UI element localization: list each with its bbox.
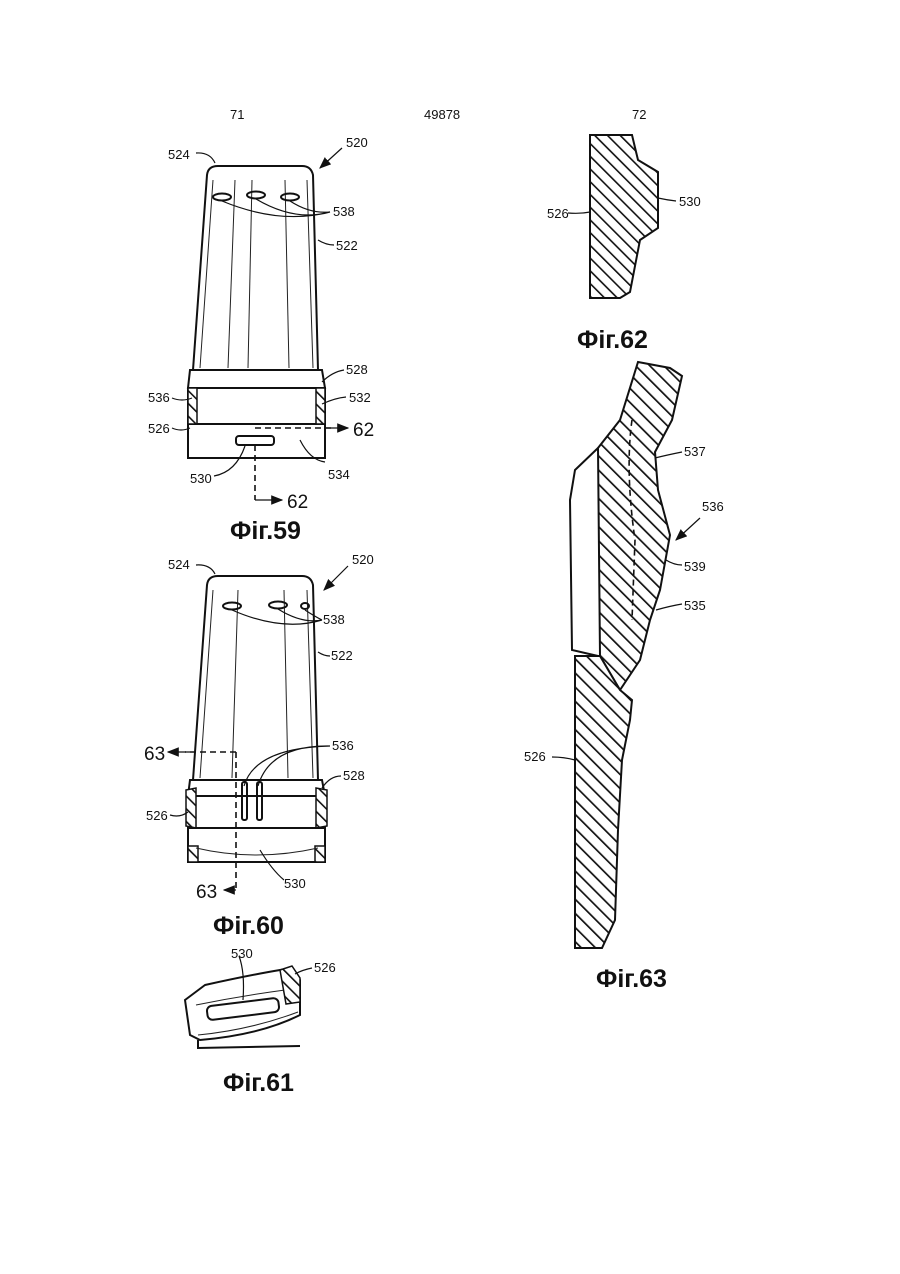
- document-number: 49878: [424, 107, 460, 122]
- fig61-leader-526: [295, 968, 312, 974]
- fig63-leader-536: [676, 518, 700, 540]
- fig59-label-534: 534: [328, 467, 350, 482]
- fig63-leader-537: [655, 452, 682, 458]
- fig60-shade-line: [232, 590, 238, 778]
- figure-61: 530 526 Фіг.61: [185, 946, 336, 1097]
- fig59-section-mark: 62: [353, 420, 374, 441]
- fig63-label-539: 539: [684, 559, 706, 574]
- fig59-ring: [188, 388, 325, 424]
- fig63-upper-section: [598, 362, 682, 690]
- fig63-leader-526: [552, 757, 575, 760]
- fig60-label-524: 524: [168, 557, 190, 572]
- fig59-hole: [281, 194, 299, 201]
- fig61-label-526: 526: [314, 960, 336, 975]
- fig59-label-524: 524: [168, 147, 190, 162]
- fig61-label-530: 530: [231, 946, 253, 961]
- figure-62: 526 530 Фіг.62: [547, 135, 701, 354]
- fig59-shade-line: [228, 180, 235, 368]
- figure-63: 537 536 539 535 526 Фіг.63: [524, 362, 724, 993]
- fig63-leader-535: [656, 604, 682, 610]
- fig61-caption: Фіг.61: [223, 1069, 294, 1097]
- fig60-label-538: 538: [323, 612, 345, 627]
- fig62-leader-526: [568, 212, 590, 213]
- fig59-section-mark-bottom: 62: [287, 492, 308, 513]
- fig60-leader-520: [324, 566, 348, 590]
- fig63-bore-outline: [570, 448, 598, 656]
- fig60-label-522: 522: [331, 648, 353, 663]
- fig62-leader-530: [658, 198, 676, 201]
- fig59-label-532: 532: [349, 390, 371, 405]
- fig63-leader-539: [666, 560, 682, 565]
- fig59-shade-line: [285, 180, 289, 368]
- fig60-section-mark-bottom: 63: [196, 882, 217, 903]
- fig63-label-537: 537: [684, 444, 706, 459]
- fig62-label-526: 526: [547, 206, 569, 221]
- fig59-label-522: 522: [336, 238, 358, 253]
- fig60-caption: Фіг.60: [213, 912, 284, 940]
- fig60-label-528: 528: [343, 768, 365, 783]
- fig60-label-520: 520: [352, 552, 374, 567]
- fig59-leader-524: [196, 153, 215, 163]
- fig59-ring-section-left: [188, 388, 197, 424]
- fig60-leader-524: [196, 565, 215, 574]
- fig59-caption: Фіг.59: [230, 517, 301, 545]
- page-number-right: 72: [632, 107, 646, 122]
- figure-59: 520 524 538 522 528 536 532 526 534 530 …: [148, 135, 374, 545]
- fig59-inner-wall: [200, 180, 313, 368]
- fig63-label-536: 536: [702, 499, 724, 514]
- fig59-shade-line: [248, 180, 252, 368]
- fig59-leader-530: [214, 446, 245, 476]
- fig59-ring-section-right: [316, 388, 325, 424]
- fig62-caption: Фіг.62: [577, 326, 648, 354]
- fig59-label-538: 538: [333, 204, 355, 219]
- fig60-label-530: 530: [284, 876, 306, 891]
- fig59-hole: [213, 194, 231, 201]
- fig59-label-536: 536: [148, 390, 170, 405]
- fig60-label-536: 536: [332, 738, 354, 753]
- fig61-base-lip: [198, 1040, 300, 1048]
- figure-60: 524 520 538 522 536 528 526 530 63 63 Фі…: [144, 552, 374, 940]
- fig60-shade-line: [284, 590, 288, 778]
- fig63-label-526: 526: [524, 749, 546, 764]
- fig60-leader-522: [318, 652, 330, 656]
- fig59-label-528: 528: [346, 362, 368, 377]
- fig60-label-526: 526: [146, 808, 168, 823]
- fig61-insert-face: [196, 990, 298, 1035]
- fig59-leader-520: [320, 148, 342, 168]
- fig62-label-530: 530: [679, 194, 701, 209]
- fig59-leader-528: [322, 370, 344, 382]
- fig59-label-520: 520: [346, 135, 368, 150]
- fig60-hole: [223, 603, 241, 610]
- fig60-key: [242, 782, 247, 820]
- fig60-inner-edge: [196, 848, 318, 855]
- fig60-section-mark: 63: [144, 744, 165, 765]
- fig61-tab: [280, 966, 300, 1004]
- fig62-section: [590, 135, 658, 298]
- fig59-section-line: [255, 428, 335, 500]
- fig60-ring-section-right: [316, 788, 327, 828]
- fig59-base: [188, 424, 325, 458]
- fig59-label-526: 526: [148, 421, 170, 436]
- page-number-left: 71: [230, 107, 244, 122]
- fig59-label-530: 530: [190, 471, 212, 486]
- fig60-ring-section-left: [186, 788, 196, 828]
- fig63-lower-section: [575, 656, 632, 948]
- fig59-leader-522: [318, 240, 334, 245]
- fig60-key: [257, 782, 262, 820]
- fig60-base: [188, 828, 325, 862]
- fig63-caption: Фіг.63: [596, 965, 667, 993]
- fig59-slot: [236, 436, 274, 445]
- fig60-leader-528: [322, 776, 341, 788]
- fig63-label-535: 535: [684, 598, 706, 613]
- fig59-collar: [188, 370, 325, 388]
- fig59-hole: [247, 192, 265, 199]
